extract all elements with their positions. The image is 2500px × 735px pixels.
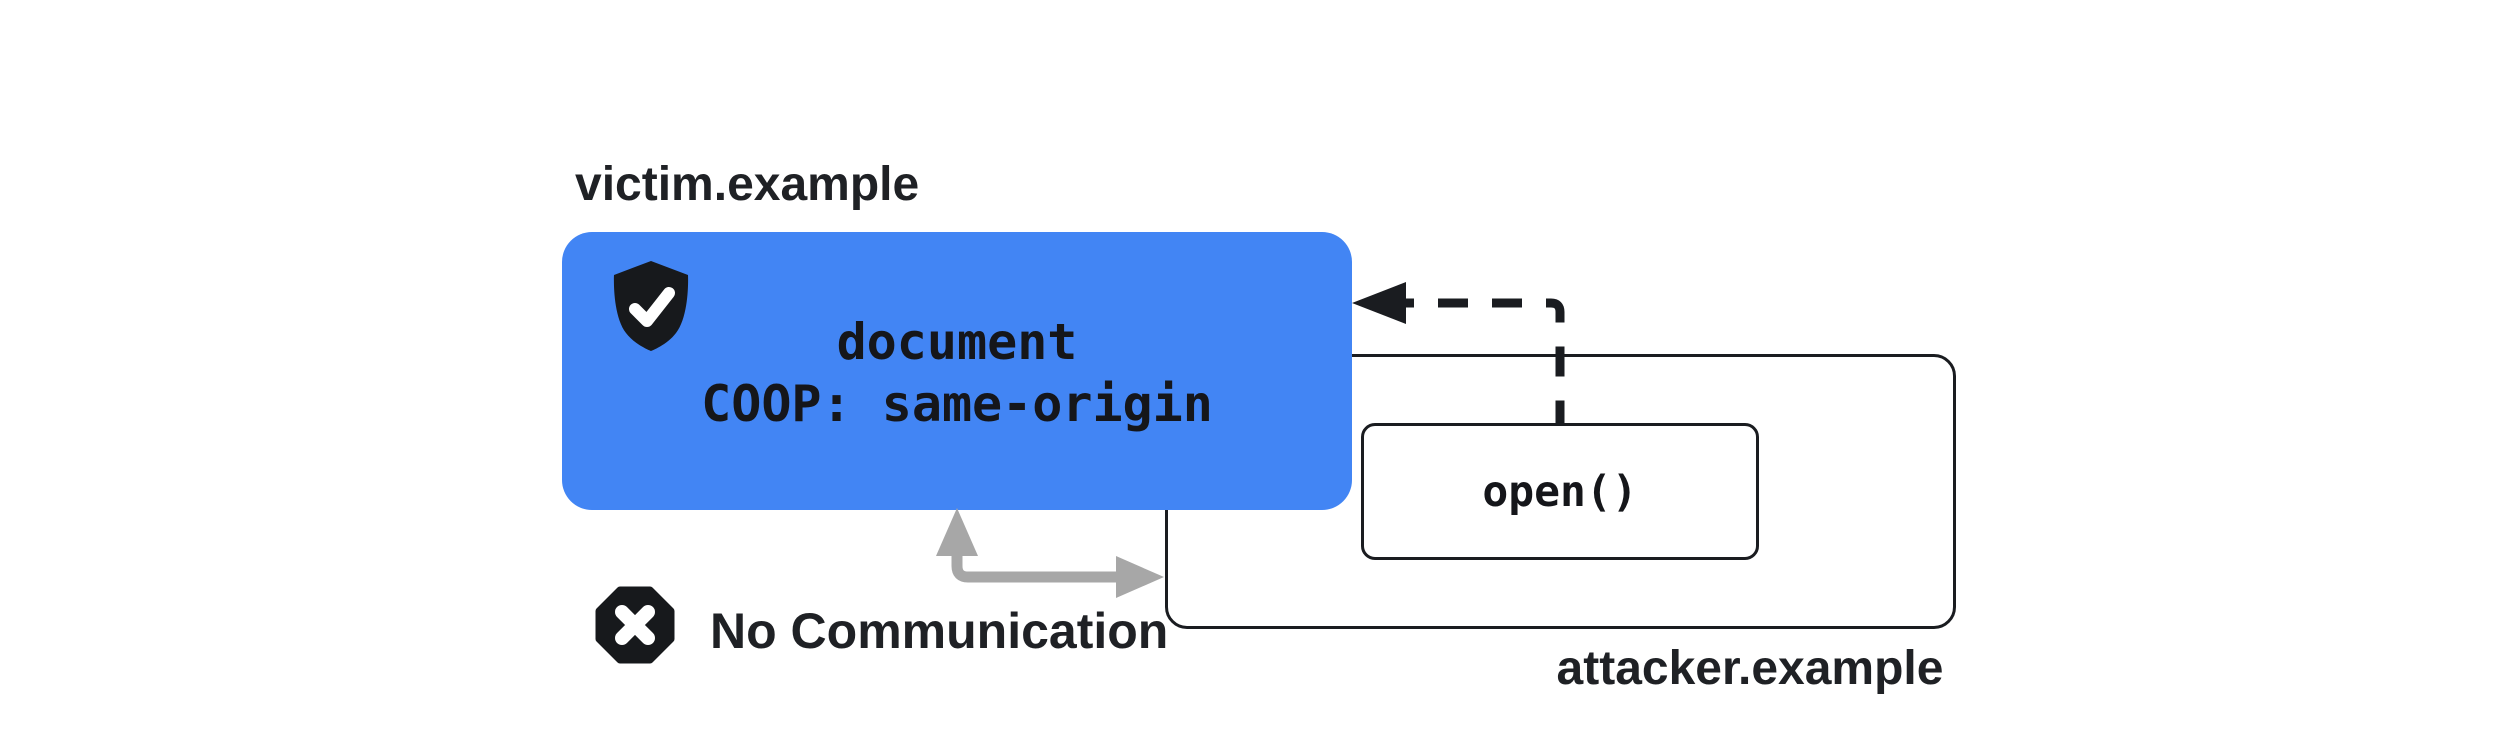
no-communication-arrow	[936, 508, 1164, 598]
victim-document-box	[562, 232, 1352, 510]
no-communication-label: No Communication	[710, 603, 1169, 659]
victim-document-text: document	[836, 313, 1078, 371]
victim-coop-header-text: COOP: same-origin	[701, 375, 1213, 433]
blocked-x-icon	[595, 586, 675, 664]
shield-check-icon	[610, 260, 692, 352]
victim-domain-label: victim.example	[575, 158, 920, 211]
open-call-box: open()	[1361, 423, 1759, 560]
open-call-label: open()	[1482, 466, 1638, 517]
attacker-domain-label: attacker.example	[1556, 642, 1944, 695]
